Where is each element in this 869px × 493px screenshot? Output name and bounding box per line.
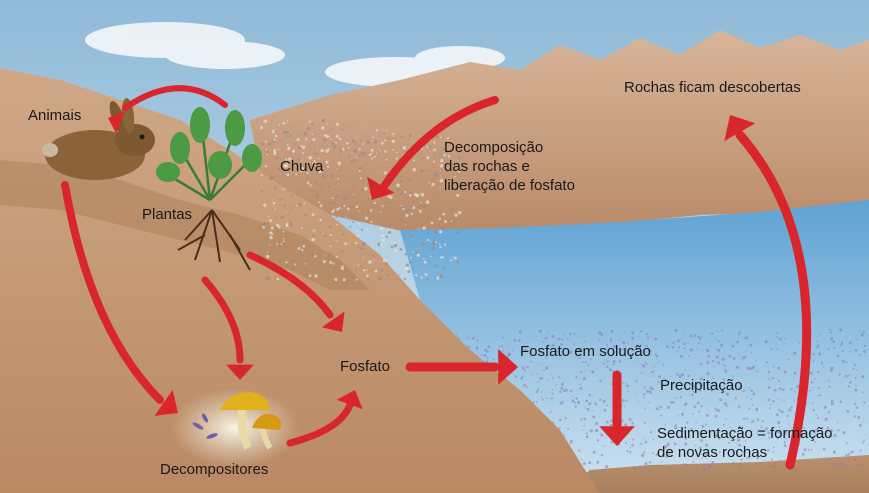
label-chuva: Chuva [280,157,323,176]
label-rochas-descobertas: Rochas ficam descobertas [624,78,801,97]
label-decompositores: Decompositores [160,460,268,479]
label-sedimentacao: Sedimentação = formação de novas rochas [657,424,833,462]
label-animais: Animais [28,106,81,125]
label-decomposicao: Decomposição das rochas e liberação de f… [444,138,575,195]
label-plantas: Plantas [142,205,192,224]
label-precipitacao: Precipitação [660,376,743,395]
label-fosfato: Fosfato [340,357,390,376]
mushroom-icon [170,388,300,468]
label-fosfato-solucao: Fosfato em solução [520,342,651,361]
